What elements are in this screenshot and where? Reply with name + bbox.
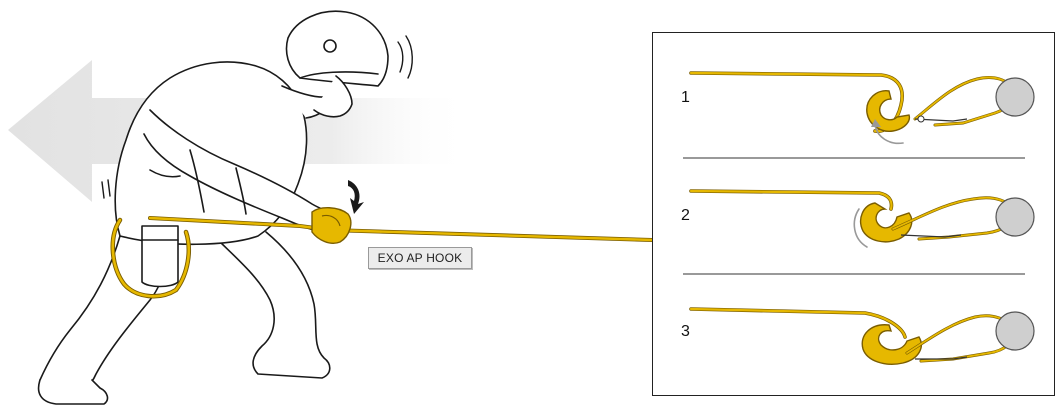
step-3-number: 3 [681,323,690,341]
step-1-diagram [691,73,1034,143]
step-2-diagram [691,191,1034,247]
step-2-number: 2 [681,207,690,225]
exo-ap-hook-device [312,208,351,244]
rotation-arrow-icon [348,180,364,214]
step-1-number: 1 [681,89,690,107]
steps-illustration [653,33,1056,397]
instruction-panel: 1 2 3 [652,32,1055,396]
step-3-diagram [691,309,1034,364]
product-label: EXO AP HOOK [368,247,472,269]
